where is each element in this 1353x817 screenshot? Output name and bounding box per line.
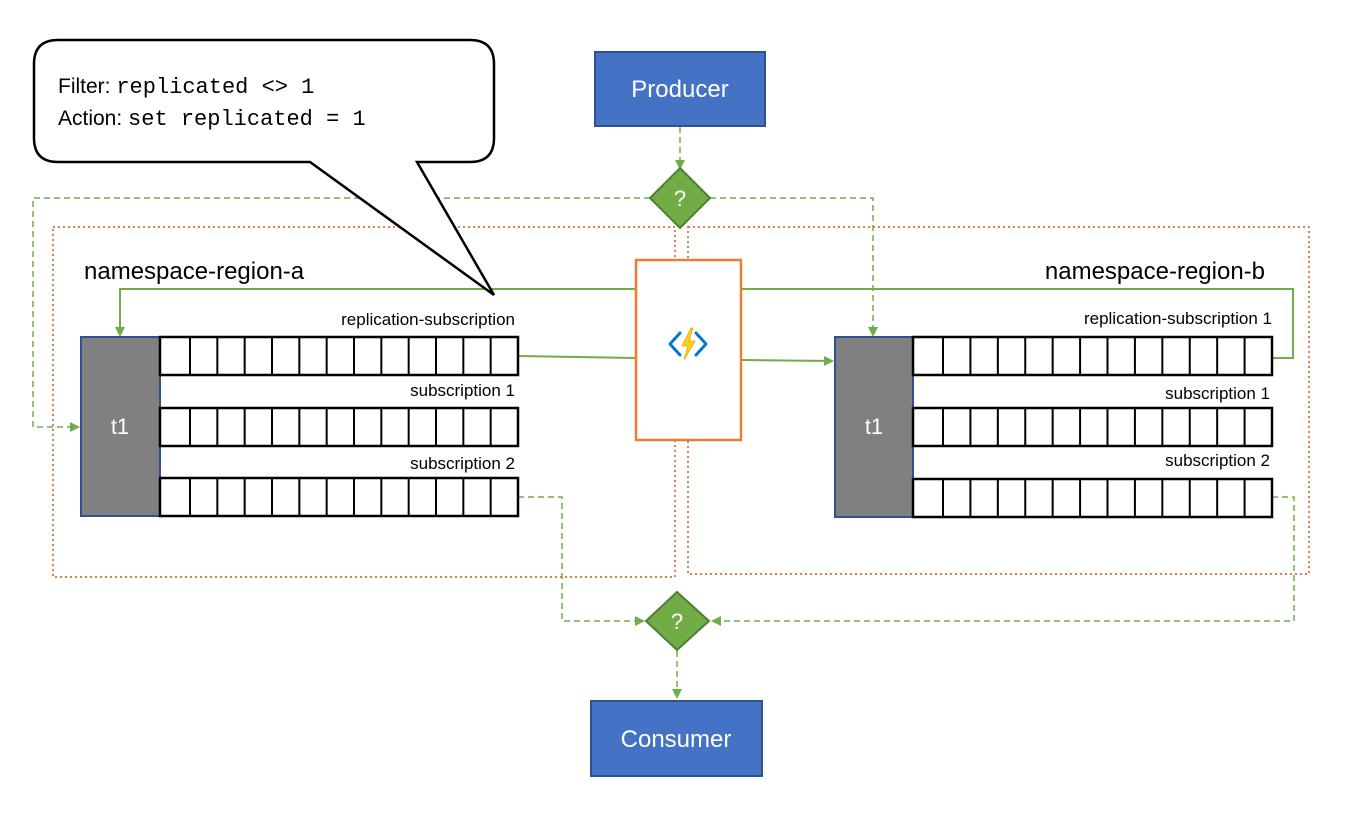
region-a-topic: t1: [80, 336, 161, 517]
filter-callout: Filter: replicated <> 1 Action: set repl…: [32, 38, 496, 297]
region-a-queues: [158, 335, 520, 518]
region-a-queue-row: [158, 476, 520, 518]
decision-top: ?: [648, 166, 712, 230]
callout-filter-prefix: Filter:: [58, 75, 116, 98]
region-b-topic-label: t1: [865, 414, 883, 439]
region-b-sub-bottom-label: subscription 2: [1165, 451, 1270, 470]
region-b-sub-mid-label: subscription 1: [1165, 384, 1270, 403]
region-b-queues: [911, 335, 1274, 519]
region-b-topic: t1: [834, 336, 914, 518]
region-a-queue-row: [158, 335, 520, 377]
decision-bottom: ?: [644, 590, 711, 652]
region-b-border: [687, 226, 1310, 575]
region-b-title: namespace-region-b: [1045, 258, 1265, 285]
callout-action-code: set replicated = 1: [128, 107, 366, 132]
dashed-flows: [32, 127, 1295, 699]
callout-filter-code: replicated <> 1: [116, 75, 314, 100]
region-b-sub-top-label: replication-subscription 1: [1084, 309, 1272, 328]
region-a-topic-label: t1: [111, 414, 129, 439]
decision-bottom-label: ?: [671, 609, 683, 634]
azure-function-icon: [668, 327, 708, 361]
region-a-sub-mid-label: subscription 1: [410, 381, 515, 400]
region-a-sub-top-label: replication-subscription: [341, 310, 515, 329]
decision-top-label: ?: [674, 186, 686, 211]
consumer-box: Consumer: [590, 700, 763, 777]
callout-action-line: Action: set replicated = 1: [58, 107, 366, 132]
region-a-title: namespace-region-a: [84, 258, 305, 285]
replication-function-box: [634, 258, 743, 442]
producer-label: Producer: [631, 76, 728, 103]
producer-box: Producer: [594, 51, 766, 127]
region-b-queue-row: [911, 406, 1274, 448]
consumer-label: Consumer: [621, 726, 732, 753]
callout-action-prefix: Action:: [58, 107, 128, 130]
callout-filter-line: Filter: replicated <> 1: [58, 75, 314, 100]
region-b-queue-row: [911, 335, 1274, 377]
region-b-queue-row: [911, 477, 1274, 519]
region-a-queue-row: [158, 406, 520, 448]
replication-flows: [115, 288, 1294, 366]
region-a-sub-bottom-label: subscription 2: [410, 454, 515, 473]
